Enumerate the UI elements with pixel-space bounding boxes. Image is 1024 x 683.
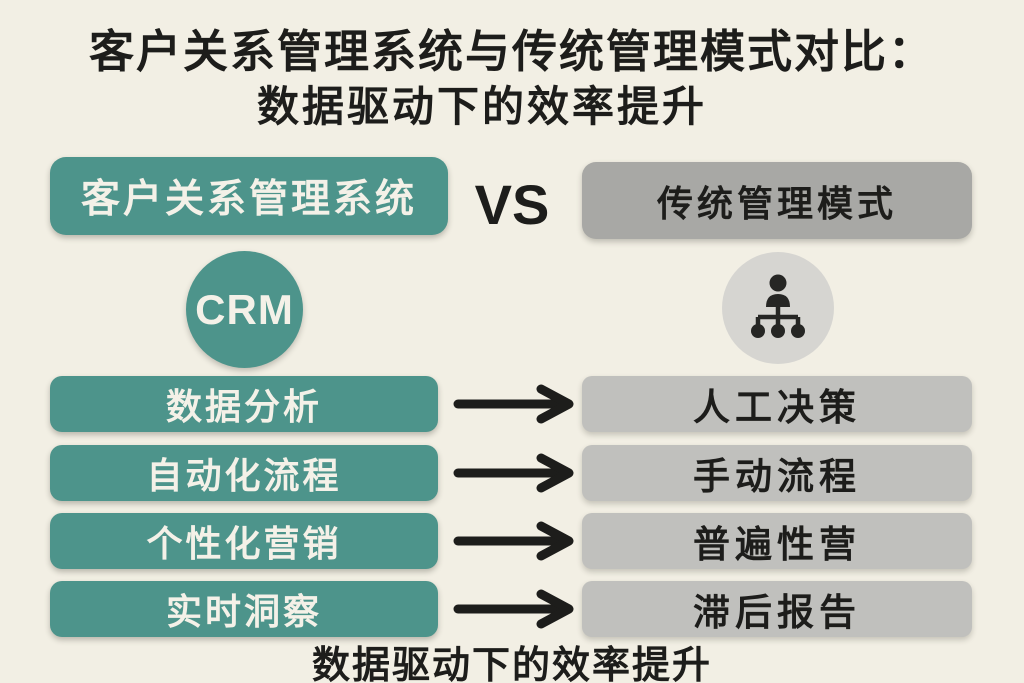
- crm-feature-pill: 个性化营销: [50, 513, 438, 569]
- crm-feature-pill: 实时洞察: [50, 581, 438, 637]
- compare-row-2: 自动化流程 手动流程: [0, 445, 1024, 501]
- crm-badge-label: CRM: [195, 285, 294, 333]
- traditional-feature-pill: 滞后报告: [582, 581, 972, 637]
- traditional-feature-label: 手动流程: [693, 456, 861, 497]
- crm-feature-label: 个性化营销: [146, 523, 342, 564]
- crm-feature-label: 实时洞察: [165, 591, 322, 632]
- compare-row-1: 数据分析 人工决策: [0, 376, 1024, 432]
- compare-row-4: 实时洞察 滞后报告: [0, 581, 1024, 637]
- title-line-2: 数据驱动下的效率提升: [256, 83, 707, 131]
- traditional-feature-label: 人工决策: [693, 387, 861, 428]
- page-title: 客户关系管理系统与传统管理模式对比： 数据驱动下的效率提升: [0, 24, 1024, 135]
- right-arrow-icon: [453, 384, 574, 424]
- crm-feature-label: 自动化流程: [146, 455, 342, 496]
- compare-row-3: 个性化营销 普遍性营: [0, 513, 1024, 569]
- traditional-feature-pill: 手动流程: [582, 445, 972, 501]
- traditional-feature-label: 普遍性营: [693, 524, 861, 565]
- org-chart-icon: [751, 274, 805, 338]
- crm-feature-pill: 自动化流程: [50, 445, 438, 501]
- traditional-header-label: 传统管理模式: [656, 182, 897, 224]
- right-arrow-icon: [453, 589, 574, 629]
- crm-header-label: 客户关系管理系统: [80, 178, 417, 221]
- traditional-header-box: 传统管理模式: [582, 162, 972, 239]
- footer-caption: 数据驱动下的效率提升: [311, 645, 712, 683]
- title-line-1: 客户关系管理系统与传统管理模式对比：: [88, 26, 935, 77]
- crm-header-box: 客户关系管理系统: [50, 157, 448, 235]
- vs-label: VS: [474, 172, 550, 236]
- traditional-feature-label: 滞后报告: [693, 592, 861, 633]
- right-arrow-icon: [453, 453, 574, 493]
- traditional-feature-pill: 普遍性营: [582, 513, 972, 569]
- crm-badge: CRM: [186, 251, 303, 368]
- traditional-badge: [722, 252, 834, 364]
- crm-feature-pill: 数据分析: [50, 376, 438, 432]
- crm-feature-label: 数据分析: [165, 386, 322, 427]
- right-arrow-icon: [453, 521, 574, 561]
- traditional-feature-pill: 人工决策: [582, 376, 972, 432]
